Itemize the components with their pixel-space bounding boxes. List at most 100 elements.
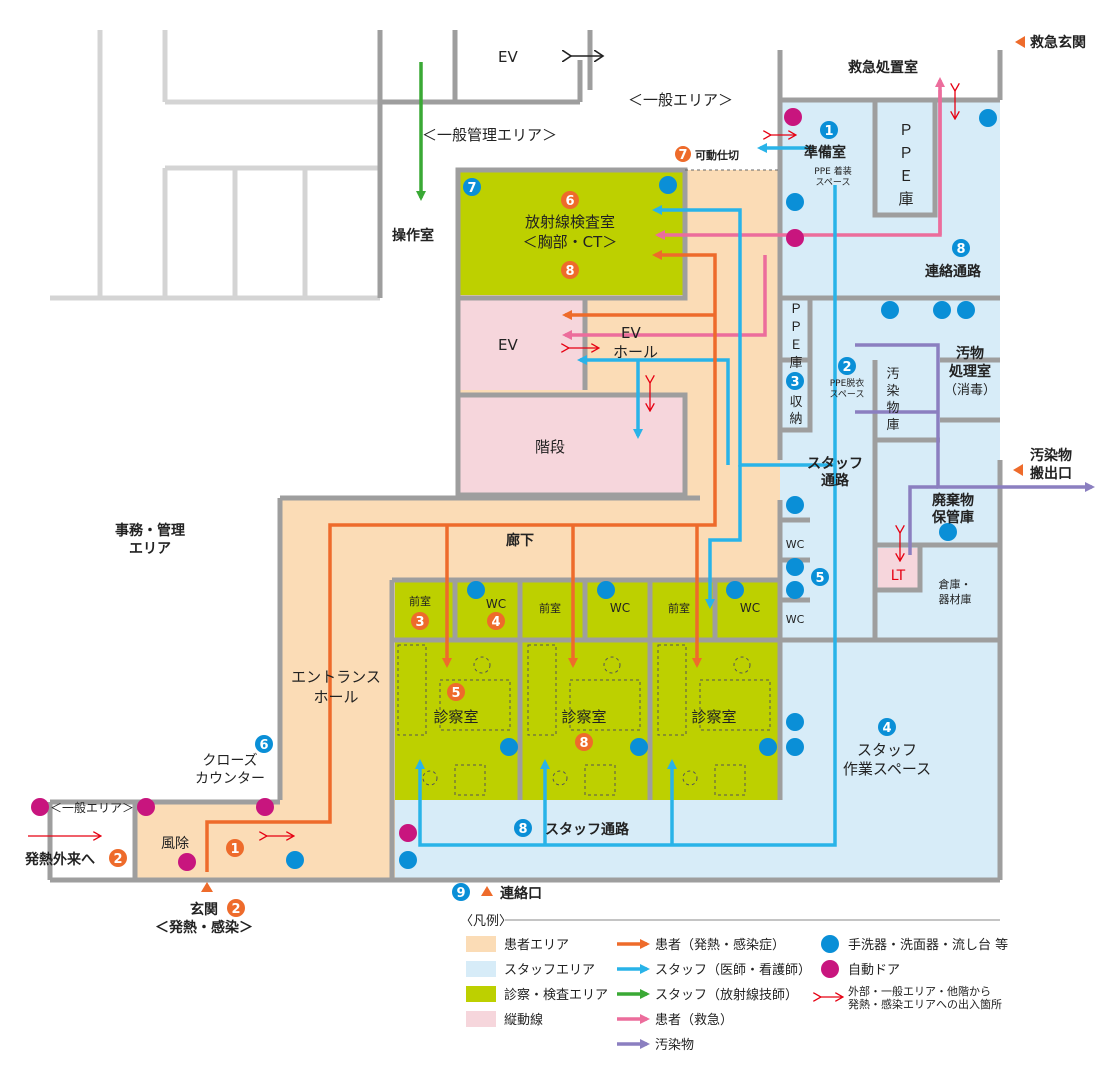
handwash-icon (399, 851, 417, 869)
flow-patient (205, 250, 717, 872)
svg-text:3: 3 (790, 375, 799, 390)
admin-area-label-line2: エリア (129, 541, 171, 557)
badge-blue: 3 (786, 372, 804, 390)
ev-hall-ev-label: EV (498, 336, 518, 354)
anteroom-label: 前室 (539, 601, 561, 615)
flow-waste (855, 343, 1095, 492)
handwash-icon (500, 738, 518, 756)
svg-text:8: 8 (579, 736, 588, 751)
wall (777, 97, 1000, 640)
badge-blue: 7 (463, 178, 481, 196)
svg-text:6: 6 (259, 738, 268, 753)
badge-orange: 2 (227, 899, 245, 917)
handwash-icon (939, 523, 957, 541)
movable-partition-label: 可動仕切 (695, 148, 739, 162)
svg-text:3: 3 (415, 615, 424, 630)
wc-label: WC (786, 613, 805, 626)
flow-staff (415, 185, 837, 847)
staff-passage-label-line2: 通路 (821, 472, 850, 489)
exam-stool-outline (603, 656, 621, 674)
exam-cabinet-outline (454, 764, 486, 796)
waste-storage-label-line1: 廃棄物 (932, 492, 974, 509)
handwash-icon (659, 176, 677, 194)
warehouse-label-line2: 器材庫 (939, 592, 972, 606)
waste-exit-label-line2: 搬出口 (1030, 465, 1072, 482)
badge-orange: 1 (226, 839, 244, 857)
badge-blue: 6 (255, 735, 273, 753)
handwash-icon (786, 581, 804, 599)
waste-exit-label-line1: 汚染物 (1030, 447, 1072, 464)
triangle-icon (481, 886, 493, 896)
wall (392, 580, 783, 800)
dirty-room-label-line2: 処理室 (948, 363, 991, 380)
ppe-doffing-label: PPE脱衣スペース (830, 377, 865, 400)
exam-cabinet-outline (584, 764, 616, 796)
stairs-label: 階段 (535, 438, 565, 456)
autodoor-icon (137, 798, 155, 816)
exam-bed-outline (657, 644, 687, 736)
handwash-icon (786, 713, 804, 731)
windbreak-label: 風除 (161, 836, 189, 852)
closed-counter-label-line1: クローズ (202, 753, 257, 769)
waste-storage-label-line2: 保管庫 (931, 509, 974, 526)
text-labels: 救急玄関 EV ＜一般エリア＞ 救急処置室 ＜一般管理エリア＞ 操作室 可動仕切… (24, 34, 1086, 1053)
autodoor-icon (178, 853, 196, 871)
wall (872, 440, 1003, 880)
svg-text:7: 7 (678, 148, 687, 163)
emergency-entrance-label: 救急玄関 (1030, 34, 1086, 51)
triangle-icon (1013, 464, 1023, 476)
radiology-label-line1: 放射線検査室 (525, 213, 615, 231)
entrance-label-line2: ＜発熱・感染＞ (155, 919, 253, 936)
warehouse-label-line1: 倉庫・ (939, 577, 972, 591)
exam-room-label: 診察室 (561, 708, 606, 726)
badge-orange: 5 (447, 683, 465, 701)
control-room-label: 操作室 (392, 227, 434, 244)
badge-blue: 4 (878, 718, 896, 736)
handwash-icon (957, 301, 975, 319)
connecting-corridor-label: 連絡通路 (925, 263, 982, 280)
ev-top-label: EV (498, 48, 518, 66)
anteroom-label: 前室 (668, 601, 690, 615)
flow-staff (577, 355, 730, 465)
handwash-icon (597, 581, 615, 599)
exam-furniture (397, 644, 771, 796)
entrance-hall-label-line1: エントランス (291, 668, 381, 686)
legend-flow-waste: 汚染物 (655, 1038, 694, 1053)
autodoor-icon (784, 108, 802, 126)
ppe-storage-1-label: ＰＰＥ庫 (898, 121, 913, 208)
exam-stool-outline (473, 656, 491, 674)
general-mgmt-area-label: ＜一般管理エリア＞ (422, 126, 557, 144)
flow-staff (705, 465, 742, 609)
wall (452, 580, 718, 640)
emergency-room-label: 救急処置室 (848, 59, 918, 76)
handwash-icon (786, 193, 804, 211)
exam-room-label: 診察室 (691, 708, 736, 726)
legend-swatch-vertical (466, 1011, 496, 1027)
triangle-icon (201, 882, 213, 892)
exam-stool-outline (552, 770, 568, 786)
wc-label: WC (786, 538, 805, 551)
entrance-hall-label-line2: ホール (313, 688, 358, 706)
legend-area-vertical: 縦動線 (504, 1012, 543, 1028)
badge-blue: 2 (838, 357, 856, 375)
svg-text:8: 8 (518, 822, 527, 837)
staff-area-fill-lower (395, 800, 1000, 880)
handwash-icon (726, 581, 744, 599)
legend-area-patient: 患者エリア (504, 938, 569, 953)
general-area-left-label: ＜一般エリア＞ (50, 800, 134, 815)
closed-counter-label-line2: カウンター (195, 771, 265, 787)
svg-text:8: 8 (956, 242, 965, 257)
badge-orange: 8 (561, 261, 579, 279)
lt-label: LT (891, 568, 906, 584)
staff-work-label-line1: スタッフ (857, 741, 917, 759)
fever-outpatient-label: 発熱外来へ (24, 851, 95, 868)
staff-passage-bottom-label: スタッフ通路 (545, 821, 630, 838)
handwash-icon (759, 738, 777, 756)
dirty-room-label-line3: （消毒） (944, 383, 996, 398)
entrance-label-line1: 玄関 (190, 901, 218, 918)
wc-label: WC (740, 601, 760, 615)
dirty-room-label-line1: 汚物 (956, 345, 984, 362)
general-area-top-label: ＜一般エリア＞ (628, 91, 733, 109)
legend-area-staff: スタッフエリア (504, 963, 595, 978)
